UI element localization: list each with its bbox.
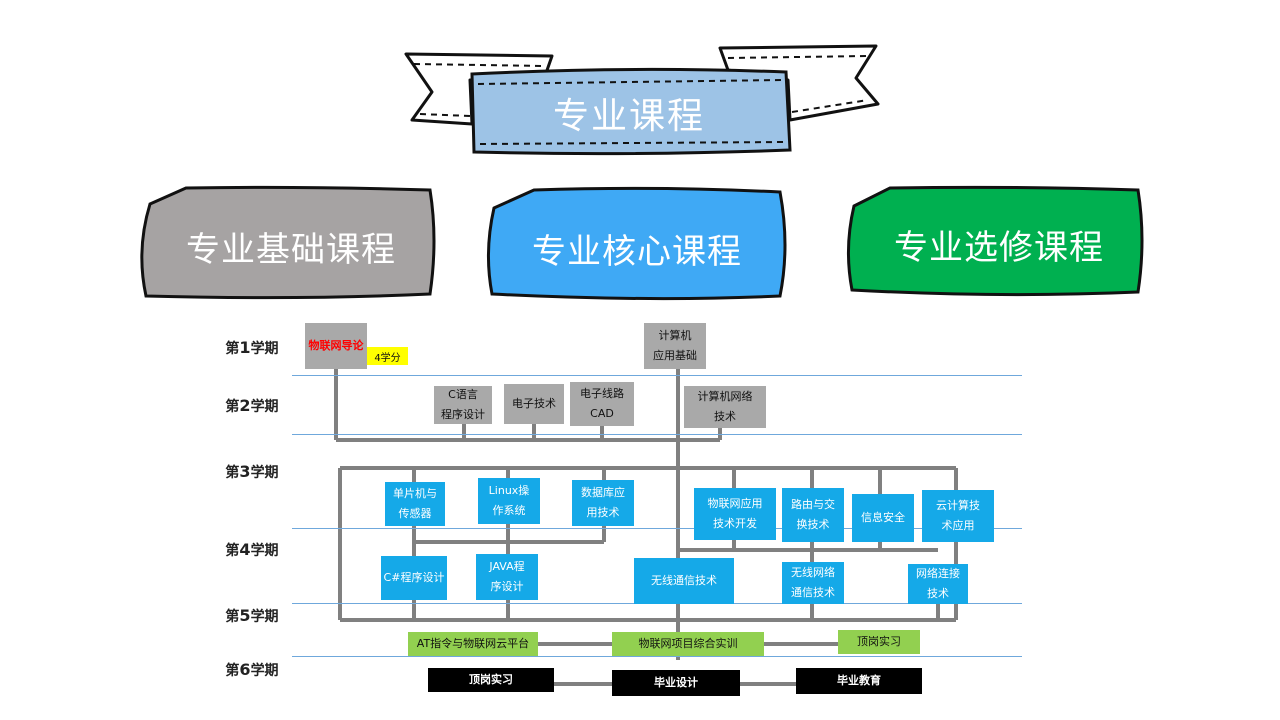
course-java[interactable]: JAVA程 序设计	[476, 554, 538, 600]
semester-label-6: 第6学期	[225, 660, 279, 679]
course-c-programming[interactable]: C语言 程序设计	[434, 386, 492, 424]
credit-badge: 4学分	[367, 347, 408, 365]
semester-divider	[292, 528, 1022, 529]
course-circuit-cad[interactable]: 电子线路 CAD	[570, 382, 634, 426]
course-internship-5[interactable]: 顶岗实习	[838, 630, 920, 654]
semester-divider	[292, 656, 1022, 657]
course-csharp[interactable]: C#程序设计	[381, 556, 447, 600]
semester-label-5: 第5学期	[225, 606, 279, 625]
semester-label-2: 第2学期	[225, 396, 279, 415]
course-database[interactable]: 数据库应 用技术	[572, 480, 634, 526]
course-iot-intro[interactable]: 物联网导论	[305, 323, 367, 369]
course-graduation-design[interactable]: 毕业设计	[612, 670, 740, 696]
course-routing-switching[interactable]: 路由与交 换技术	[782, 488, 844, 542]
course-network-tech[interactable]: 计算机网络 技术	[684, 386, 766, 428]
course-mcu-sensor[interactable]: 单片机与 传感器	[385, 482, 445, 526]
course-electronics[interactable]: 电子技术	[504, 384, 564, 424]
course-graduation-education[interactable]: 毕业教育	[796, 668, 922, 694]
course-iot-project[interactable]: 物联网项目综合实训	[612, 632, 764, 656]
semester-label-1: 第1学期	[225, 338, 279, 357]
category-core-label: 专业核心课程	[532, 231, 742, 272]
semester-divider	[292, 434, 1022, 435]
course-cloud-computing[interactable]: 云计算技 术应用	[922, 490, 994, 542]
course-linux[interactable]: Linux操 作系统	[478, 478, 540, 524]
course-computer-basics[interactable]: 计算机 应用基础	[644, 323, 706, 369]
category-basic-label: 专业基础课程	[186, 229, 396, 270]
course-at-cloud[interactable]: AT指令与物联网云平台	[408, 632, 538, 656]
course-iot-intro-label: 物联网导论	[308, 339, 364, 352]
page-title: 专业课程	[552, 96, 705, 137]
course-wireless-comm[interactable]: 无线通信技术	[634, 558, 734, 604]
semester-label-3: 第3学期	[225, 462, 279, 481]
course-wireless-network[interactable]: 无线网络 通信技术	[782, 562, 844, 604]
course-info-security[interactable]: 信息安全	[852, 494, 914, 542]
course-network-connect[interactable]: 网络连接 技术	[908, 564, 968, 604]
semester-label-4: 第4学期	[225, 540, 279, 559]
course-iot-app-dev[interactable]: 物联网应用 技术开发	[694, 488, 776, 540]
course-internship-6[interactable]: 顶岗实习	[428, 668, 554, 692]
semester-divider	[292, 375, 1022, 376]
category-elective-label: 专业选修课程	[894, 227, 1104, 268]
